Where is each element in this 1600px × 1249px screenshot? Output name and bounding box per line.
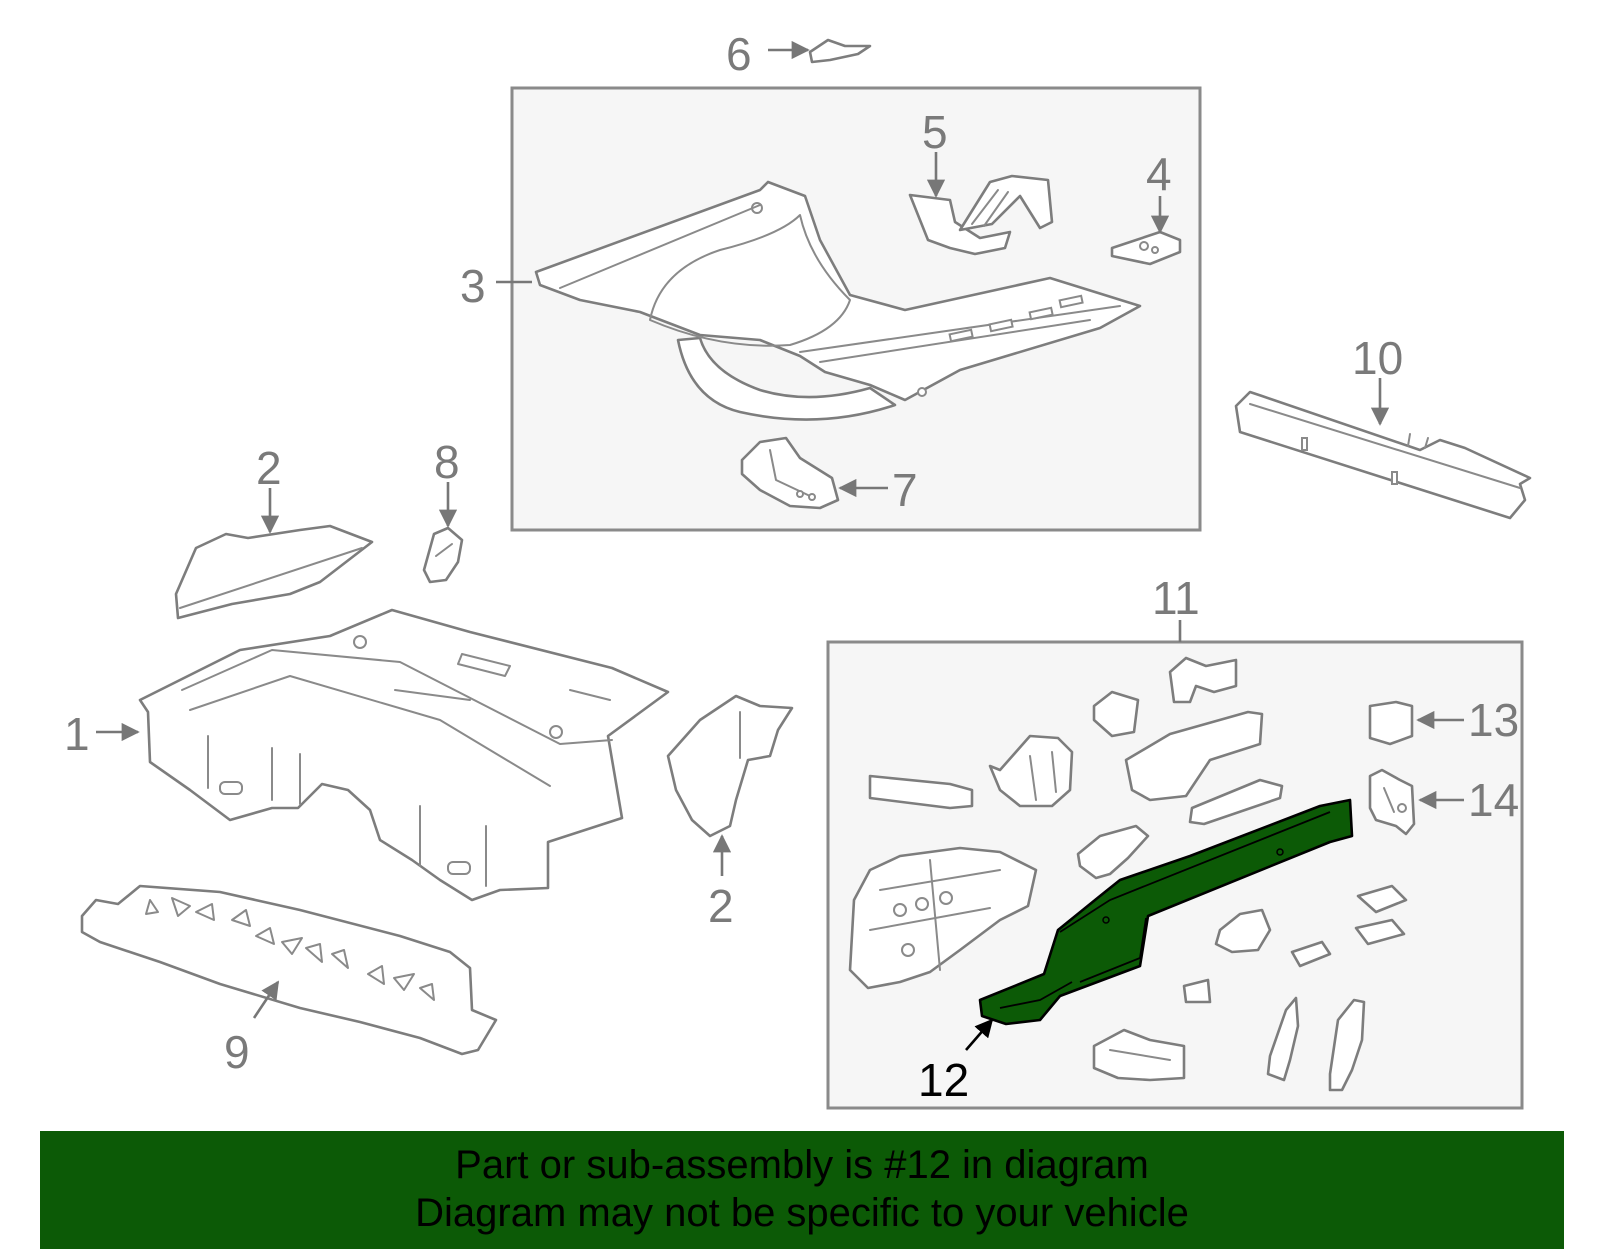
part-7-bracket[interactable] xyxy=(740,436,840,510)
part-6-bracket[interactable] xyxy=(808,38,872,64)
part-1-rear-floor-panel[interactable] xyxy=(138,608,670,902)
callout-3: 3 xyxy=(460,260,486,312)
part-8-bracket[interactable] xyxy=(422,526,464,584)
part-3-rear-floor-pan[interactable] xyxy=(534,180,1142,421)
part-10-rear-crossmember[interactable] xyxy=(1234,390,1532,520)
callout-8: 8 xyxy=(434,436,460,488)
part-13-bracket[interactable] xyxy=(1368,700,1414,746)
info-banner: Part or sub-assembly is #12 in diagram D… xyxy=(40,1131,1564,1249)
callout-2-right: 2 xyxy=(708,880,734,932)
callout-1: 1 xyxy=(64,708,90,760)
callout-9: 9 xyxy=(224,1026,250,1078)
part-14-bracket[interactable] xyxy=(1368,768,1416,836)
banner-line-2: Diagram may not be specific to your vehi… xyxy=(415,1191,1189,1235)
callout-5: 5 xyxy=(922,106,948,158)
callout-2-left: 2 xyxy=(256,442,282,494)
part-9-reinforcement[interactable] xyxy=(80,884,498,1056)
part-2-panel-right[interactable] xyxy=(666,694,794,838)
callout-4: 4 xyxy=(1146,148,1172,200)
part-2-panel-left[interactable] xyxy=(174,524,374,620)
callout-10: 10 xyxy=(1352,332,1403,384)
part-5-bracket[interactable] xyxy=(908,174,1054,256)
part-11-components[interactable] xyxy=(848,656,1408,1092)
callout-6: 6 xyxy=(726,28,752,80)
callout-13: 13 xyxy=(1468,694,1519,746)
callout-14: 14 xyxy=(1468,774,1519,826)
banner-line-1: Part or sub-assembly is #12 in diagram xyxy=(455,1143,1149,1187)
callout-7: 7 xyxy=(892,464,918,516)
callout-11: 11 xyxy=(1152,572,1200,624)
part-12-rear-frame-rail[interactable] xyxy=(978,798,1354,1026)
callout-12: 12 xyxy=(918,1054,969,1106)
